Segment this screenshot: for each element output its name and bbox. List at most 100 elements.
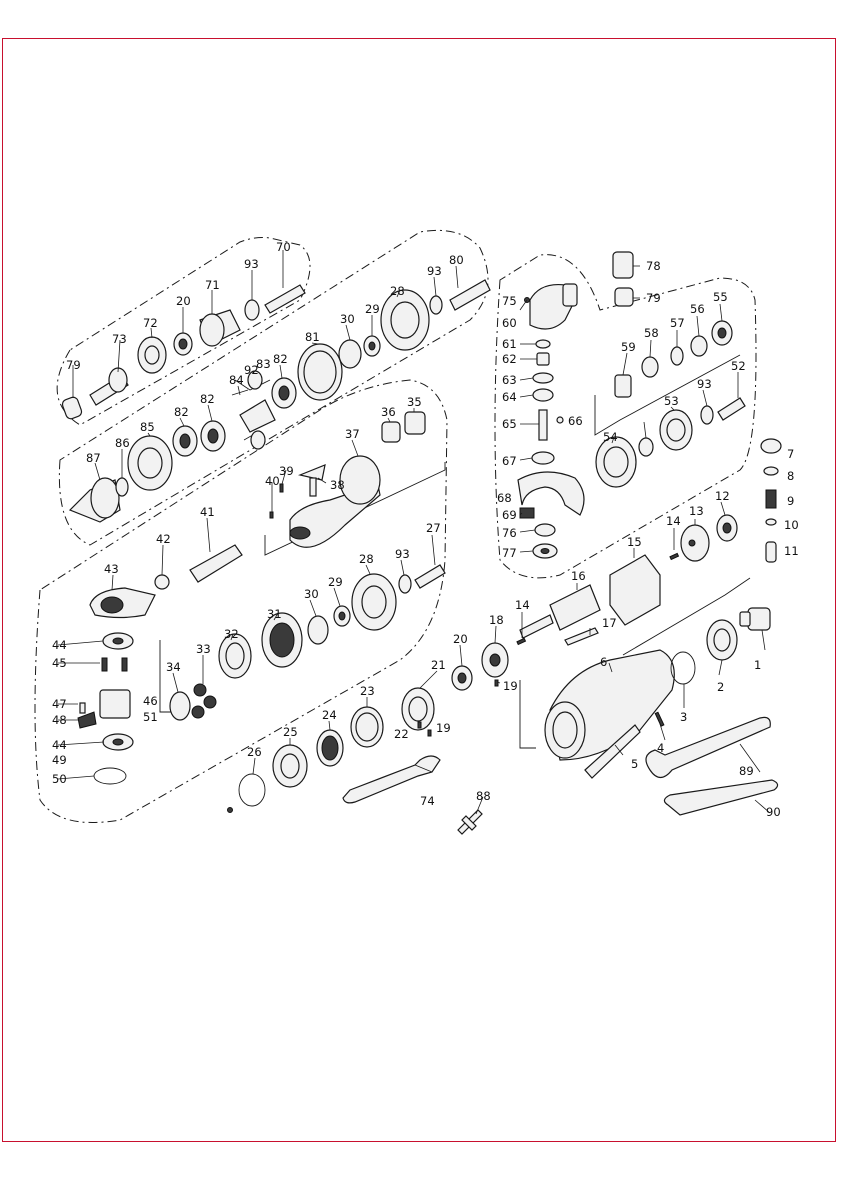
part-label: 80 — [449, 253, 464, 267]
part-label: 58 — [644, 326, 659, 340]
part-label: 10 — [784, 518, 799, 532]
part-82-bearing-a — [172, 425, 198, 457]
part-label: 7 — [787, 447, 794, 461]
part-17-vane — [564, 627, 599, 646]
part-70-spindle — [264, 284, 306, 314]
part-label: 38 — [330, 478, 345, 492]
part-21-housing — [401, 687, 435, 731]
part-label: 43 — [104, 562, 119, 576]
part-label: 71 — [205, 278, 220, 292]
part-label: 93 — [244, 257, 259, 271]
part-88-chuck-key — [457, 809, 483, 835]
part-7-cap — [760, 438, 782, 454]
part-label: 30 — [340, 312, 355, 326]
part-80-spindle — [449, 279, 491, 311]
part-89-wrench — [645, 716, 771, 779]
part-41-shaft — [189, 544, 243, 583]
part-24-ring-gear — [316, 729, 344, 767]
part-32-ring — [218, 633, 252, 679]
part-label: 82 — [174, 405, 189, 419]
part-label: 17 — [602, 616, 617, 630]
part-label: 88 — [476, 789, 491, 803]
part-label: 76 — [502, 526, 517, 540]
part-label: 66 — [568, 414, 583, 428]
part-label: 15 — [627, 535, 642, 549]
part-50-circlip — [93, 767, 127, 785]
part-label: 72 — [143, 316, 158, 330]
part-43-ratchet-ring — [89, 587, 156, 619]
part-label: 25 — [283, 725, 298, 739]
part-label: 14 — [666, 514, 681, 528]
part-79b-nut — [614, 287, 634, 307]
part-label: 29 — [365, 302, 380, 316]
part-label: 52 — [731, 359, 746, 373]
part-label: 82 — [273, 352, 288, 366]
part-label: 74 — [420, 794, 435, 808]
part-2-exhaust-ring — [706, 619, 738, 661]
part-label: 5 — [631, 757, 638, 771]
part-57-oring — [670, 346, 684, 366]
part-label: 19 — [503, 679, 518, 693]
part-26-clip — [227, 773, 266, 813]
group-outline-drill — [58, 229, 489, 546]
part-1-inlet — [739, 607, 771, 631]
part-69-flange — [519, 507, 535, 519]
part-8-washer — [763, 466, 779, 476]
assembly-line — [519, 680, 536, 749]
part-25-nut — [272, 744, 308, 788]
part-label: 23 — [360, 684, 375, 698]
part-73-shaft — [89, 367, 129, 406]
part-65-spindle — [538, 409, 548, 441]
part-label: 8 — [787, 469, 794, 483]
part-19-pin — [494, 679, 499, 687]
leader-lines — [57, 250, 771, 815]
part-label: 75 — [502, 294, 517, 308]
part-label: 36 — [381, 405, 396, 419]
part-label: 90 — [766, 805, 781, 819]
part-label: 19 — [436, 721, 451, 735]
part-68-guard — [517, 471, 585, 516]
part-label: 47 — [52, 697, 67, 711]
part-66-key — [556, 416, 564, 424]
part-label: 12 — [715, 489, 730, 503]
part-15-cylinder — [609, 554, 661, 626]
part-46-pawl-body — [99, 689, 131, 719]
part-label: 93 — [427, 264, 442, 278]
part-label: 9 — [787, 494, 794, 508]
part-label: 1 — [754, 658, 761, 672]
part-label: 63 — [502, 373, 517, 387]
part-55-bearing — [711, 320, 733, 346]
part-label: 77 — [502, 546, 517, 560]
part-label: 27 — [426, 521, 441, 535]
part-label: 13 — [689, 504, 704, 518]
part-label: 64 — [502, 390, 517, 404]
part-label: 31 — [267, 607, 282, 621]
part-label: 67 — [502, 454, 517, 468]
part-78-coupler — [612, 251, 634, 279]
part-16-rotor — [519, 584, 601, 639]
part-13-end-plate — [680, 524, 710, 562]
part-60-angle-housing — [529, 283, 578, 330]
part-6-handle-body — [544, 649, 675, 761]
part-label: 40 — [265, 474, 280, 488]
part-27-spindle — [414, 564, 446, 589]
part-92-83-planet — [239, 370, 276, 450]
part-label: 4 — [657, 741, 664, 755]
part-30-washer — [338, 339, 362, 369]
part-93-oring — [429, 295, 443, 315]
part-label: 32 — [224, 627, 239, 641]
part-18-end-plate — [481, 642, 509, 678]
part-56-washer — [690, 335, 708, 357]
part-label: 20 — [176, 294, 191, 308]
part-77-nut — [532, 543, 558, 559]
part-label: 79 — [646, 291, 661, 305]
part-label: 61 — [502, 337, 517, 351]
part-37-ratchet-head — [289, 455, 381, 548]
part-label: 65 — [502, 417, 517, 431]
part-label: 49 — [52, 753, 67, 767]
part-label: 28 — [359, 552, 374, 566]
part-14-pin — [669, 552, 680, 561]
part-label: 3 — [680, 710, 687, 724]
part-label: 29 — [328, 575, 343, 589]
